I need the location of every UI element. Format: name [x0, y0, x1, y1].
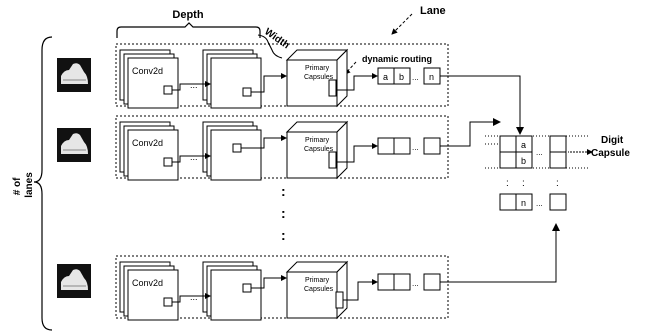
sneaker-image-icon — [57, 264, 91, 298]
digit-capsule-cell — [549, 151, 567, 169]
conv-label: Conv2d — [132, 278, 163, 288]
svg-text:...: ... — [536, 199, 543, 208]
primary-capsules-cube: Primary Capsules — [285, 260, 349, 320]
digit-capsule-cell — [549, 135, 567, 153]
conv-to-primary-arrow — [251, 275, 287, 289]
svg-text:...: ... — [536, 148, 543, 157]
conv-layer-stack-2 — [202, 261, 262, 321]
svg-text:b: b — [521, 156, 526, 166]
svg-text:...: ... — [412, 279, 419, 288]
svg-text:a: a — [521, 140, 526, 150]
conv-to-conv-arrow — [172, 293, 211, 303]
conv-layer-stack-2 — [202, 121, 262, 181]
depth-brace — [116, 22, 261, 38]
conv-kernel — [163, 157, 173, 167]
conv-to-conv-arrow — [172, 153, 211, 163]
lane-to-digit-arrow — [440, 223, 560, 283]
lane-output-vector: a b n ... — [377, 67, 441, 85]
lane-label: Lane — [420, 5, 446, 17]
conv-label: Conv2d — [132, 66, 163, 76]
conv-layer-stack-1: Conv2d — [119, 49, 179, 109]
digit-capsule-cell — [515, 151, 533, 169]
svg-text:b: b — [399, 72, 404, 82]
conv-kernel — [163, 85, 173, 95]
conv-kernel — [242, 87, 252, 97]
digit-capsule-cell — [515, 193, 533, 211]
primary-to-vector-arrow — [343, 279, 378, 301]
svg-text:...: ... — [412, 143, 419, 152]
lane-boundary — [115, 115, 449, 179]
conv-layer-stack-1: Conv2d — [119, 261, 179, 321]
depth-ellipsis: ... — [190, 152, 198, 162]
conv-kernel — [242, 283, 252, 293]
conv-kernel — [232, 143, 242, 153]
lane-1: Conv2d ... Primary Capsules — [57, 43, 524, 135]
conv-label: Conv2d — [132, 138, 163, 148]
svg-text::: : — [506, 178, 509, 189]
primary-capsules-cube: Primary Capsules — [285, 120, 349, 180]
sneaker-image-icon — [57, 128, 91, 162]
conv-to-primary-arrow — [251, 73, 287, 93]
lanes-vertical-dots-3: : — [281, 227, 286, 243]
svg-text::: : — [522, 178, 525, 189]
dynamic-routing-label: dynamic routing — [362, 54, 432, 64]
lanes-brace — [33, 36, 53, 331]
width-brace — [257, 34, 283, 59]
lane-to-digit-arrow — [440, 75, 524, 135]
depth-label: Depth — [172, 9, 203, 21]
conv-kernel — [163, 297, 173, 307]
lane-n: Conv2d ... Primary Capsules ... — [57, 223, 560, 321]
primary-capsules-label: Primary Capsules — [304, 137, 334, 153]
lane-output-vector: ... — [377, 273, 441, 291]
capsule-vector — [335, 291, 344, 309]
svg-text:n: n — [521, 198, 526, 208]
lane-pointer-arrow — [391, 13, 413, 35]
lane-boundary — [115, 43, 449, 107]
depth-ellipsis: ... — [190, 292, 198, 302]
capsule-vector — [328, 79, 337, 97]
primary-capsules-label: Primary Capsules — [304, 277, 334, 293]
svg-text:n: n — [429, 72, 434, 82]
lanes-vertical-dots-2: : — [281, 205, 286, 221]
primary-capsules-cube: Primary Capsules — [285, 48, 349, 108]
primary-to-vector-arrow — [337, 143, 378, 163]
capsule-vector — [328, 151, 337, 169]
digit-capsule-label: Digit Capsule — [591, 135, 630, 159]
lane-output-vector: ... — [377, 137, 441, 155]
dynamic-routing-pointer-arrow — [344, 61, 357, 75]
digit-capsule-cell — [499, 151, 517, 169]
svg-text::: : — [556, 178, 559, 189]
digit-capsule-cell — [499, 135, 517, 153]
conv-layer-stack-2 — [202, 49, 262, 109]
lane-2: Conv2d ... Primary Capsules ... — [57, 115, 501, 181]
digit-capsule-cell — [499, 193, 517, 211]
digit-capsule-cell — [549, 193, 567, 211]
sneaker-image-icon — [57, 58, 91, 92]
primary-capsules-label: Primary Capsules — [304, 65, 334, 81]
primary-to-vector-arrow — [337, 73, 378, 91]
conv-layer-stack-1: Conv2d — [119, 121, 179, 181]
digit-capsule-grid: a b ... : : : n ... — [485, 135, 593, 211]
svg-text:a: a — [383, 72, 388, 82]
lanes-axis-label: # of lanes — [12, 172, 35, 198]
lanes-vertical-dots-1: : — [281, 183, 286, 199]
lane-to-digit-arrow — [440, 118, 501, 147]
conv-to-primary-arrow — [241, 135, 287, 149]
lane-boundary — [115, 255, 449, 319]
conv-to-conv-arrow — [172, 81, 211, 91]
svg-text:...: ... — [412, 73, 419, 82]
depth-ellipsis: ... — [190, 80, 198, 90]
